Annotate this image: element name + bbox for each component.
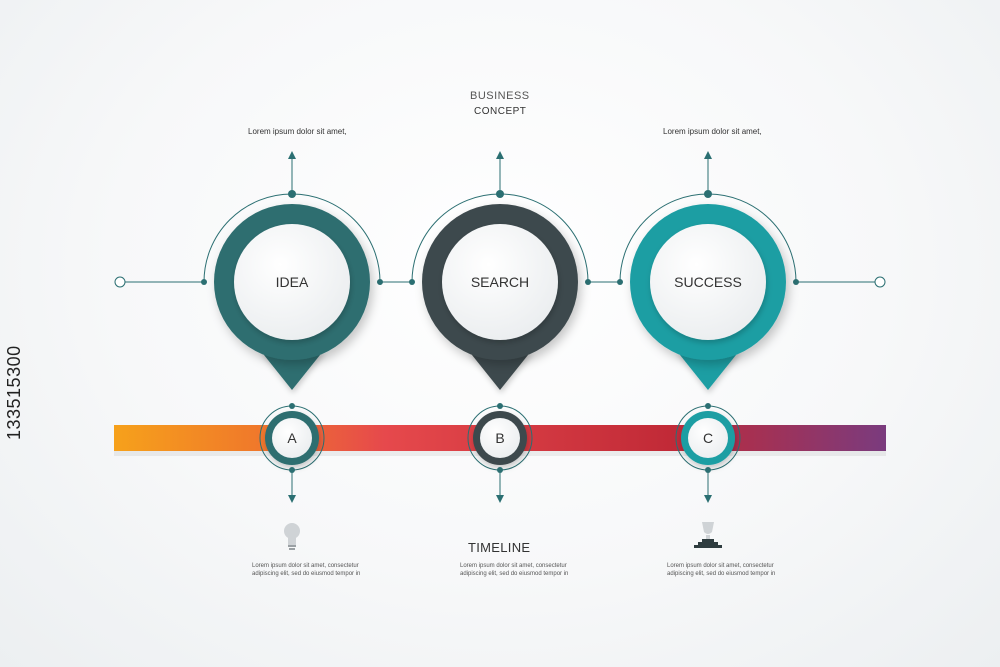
step-a-description: Lorem ipsum dolor sit amet, consectetur …	[252, 563, 361, 577]
step-b-description: Lorem ipsum dolor sit amet, consectetur …	[460, 563, 569, 577]
node-letter-a: A	[287, 430, 297, 446]
pin-success: SUCCESS	[630, 204, 786, 390]
node-letter-b: B	[495, 430, 504, 446]
timeline-label: TIMELINE	[468, 540, 531, 555]
top-note-left: Lorem ipsum dolor sit amet,	[248, 127, 347, 136]
node-c: C	[675, 403, 741, 473]
connector-end-right	[874, 276, 886, 288]
down-arrows	[288, 470, 712, 503]
trophy-icon	[694, 522, 722, 548]
pin-idea: IDEA	[214, 204, 370, 390]
node-letter-c: C	[703, 430, 713, 446]
node-a: A	[259, 403, 325, 473]
pin-label-search: SEARCH	[471, 274, 529, 290]
arc-dots	[201, 190, 799, 285]
diagram-title: BUSINESS	[470, 90, 530, 102]
step-c-description: Lorem ipsum dolor sit amet, consectetur …	[667, 563, 776, 577]
pin-label-idea: IDEA	[276, 274, 309, 290]
up-arrows	[288, 151, 712, 194]
connector-end-left	[114, 276, 126, 288]
pin-label-success: SUCCESS	[674, 274, 742, 290]
diagram-subtitle: CONCEPT	[474, 106, 527, 117]
top-note-right: Lorem ipsum dolor sit amet,	[663, 127, 762, 136]
pin-search: SEARCH	[422, 204, 578, 390]
lightbulb-icon	[284, 523, 300, 550]
node-b: B	[467, 403, 533, 473]
